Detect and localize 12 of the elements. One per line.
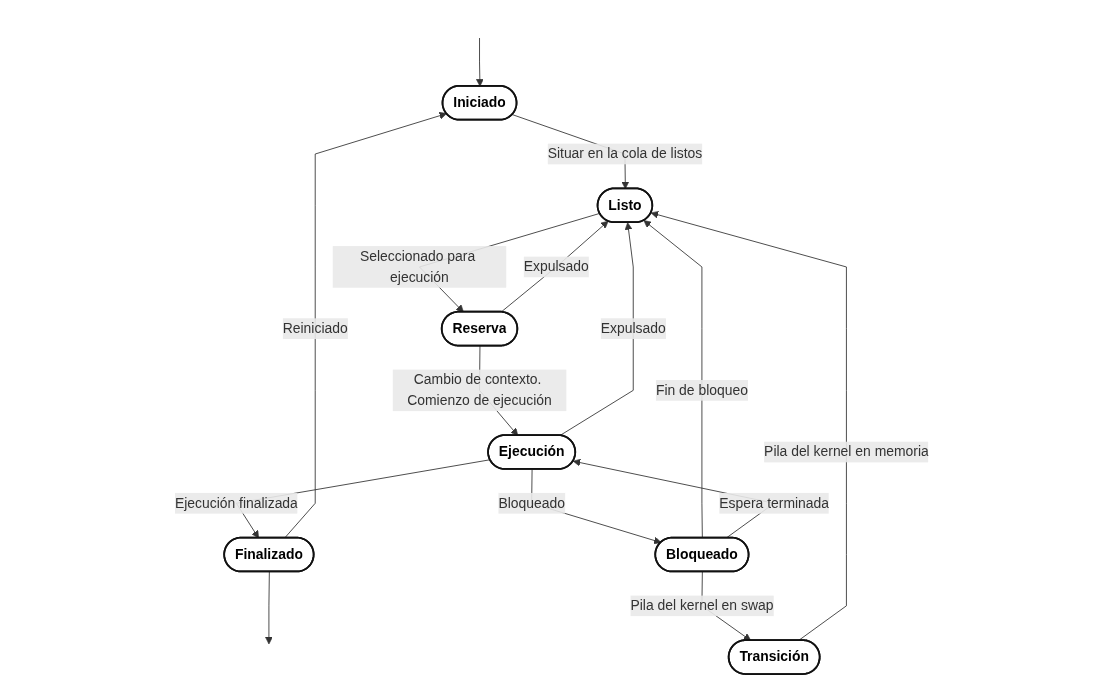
edge-label: Pila del kernel en swap: [630, 598, 774, 613]
edge-label: Seleccionado para ejecución: [360, 248, 476, 285]
edge-label: Expulsado: [523, 259, 589, 274]
edge-label: Fin de bloqueo: [656, 382, 749, 398]
edge-label: Cambio de contexto. Comienzo de ejecución: [407, 372, 552, 408]
edge-label: Bloqueado: [498, 495, 566, 511]
edge-label: Reiniciado: [282, 320, 348, 336]
edge-label: Expulsado: [600, 320, 666, 336]
edge-label: Situar en la cola de listos: [547, 146, 703, 161]
edge-label: Pila del kernel en memoria: [764, 444, 929, 459]
edge-label: Espera terminada: [719, 495, 830, 511]
edge-label: Ejecución finalizada: [175, 495, 298, 511]
